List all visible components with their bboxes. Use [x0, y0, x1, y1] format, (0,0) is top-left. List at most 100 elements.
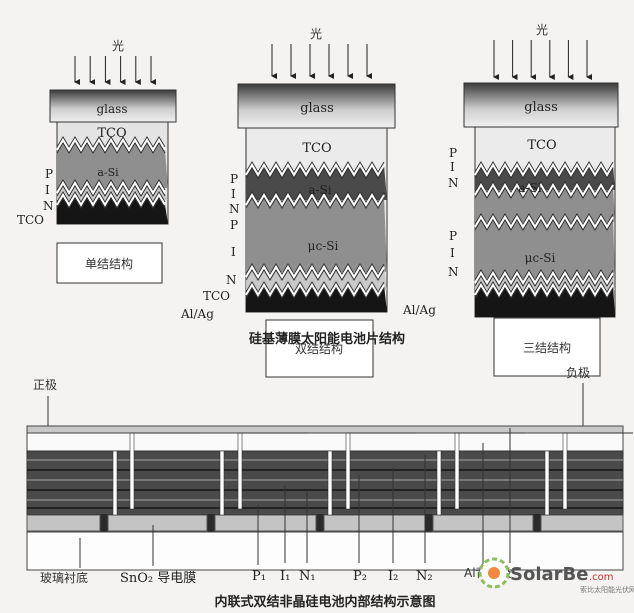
al-back-electrode	[26, 432, 624, 452]
scribe-line	[544, 450, 550, 516]
interconnect-via	[454, 432, 460, 510]
p-label: P	[45, 167, 53, 181]
a-si-label: a-Si	[518, 181, 541, 195]
interface-line	[474, 271, 614, 285]
layer-stack	[474, 161, 615, 317]
cell-name: 单结结构	[85, 256, 133, 271]
n2-label: N₂	[416, 569, 433, 584]
interface-line	[474, 183, 614, 197]
negative-electrode-label: 负极	[566, 366, 590, 380]
a-si-label: a-Si	[308, 183, 331, 197]
positive-electrode-label: 正极	[33, 378, 57, 392]
interface-line	[474, 161, 614, 173]
p-label: P	[449, 229, 457, 243]
interface-line	[245, 269, 385, 281]
monolithic-cell-structure: 正极 负极 玻璃衬底 SnO₂ 导电膜 P₁ I₁ N₁ P₂ I₂ N₂ Al…	[26, 366, 633, 586]
interconnect-via	[562, 432, 568, 510]
p-label: P	[230, 172, 238, 186]
interface-line	[474, 281, 614, 293]
p2-label: P₂	[353, 569, 367, 584]
i1-label: I₁	[280, 569, 290, 584]
interface-line	[56, 138, 166, 152]
tco-label: TCO	[302, 141, 331, 156]
interface-line	[474, 275, 614, 287]
cell-name: 三结结构	[523, 340, 571, 355]
n-label: N	[43, 199, 54, 213]
interconnect-via	[237, 432, 243, 510]
watermark-tagline: 索比太阳能光伏网	[580, 585, 634, 594]
scribe-line	[436, 450, 442, 516]
sno2-label: SnO₂ 导电膜	[120, 571, 196, 586]
interface-line	[56, 197, 166, 209]
p-label: P	[230, 218, 238, 232]
tco-side-label: TCO	[17, 213, 44, 227]
interface-line	[56, 179, 166, 191]
solarbe-watermark: SolarBe .com 索比太阳能光伏网	[478, 557, 634, 594]
bottom-caption: 内联式双结非晶硅电池内部结构示意图	[214, 594, 435, 610]
top-caption: 硅基薄膜太阳能电池片结构	[249, 331, 405, 347]
cell-name-box	[56, 242, 163, 284]
interface-line	[245, 265, 385, 279]
al-ag-left-label: Al/Ag	[180, 307, 214, 321]
cell-name: 双结结构	[295, 341, 343, 356]
semiconductor-layer	[246, 267, 387, 290]
glass-substrate-label: 玻璃衬底	[40, 570, 88, 585]
interface-line	[245, 167, 385, 179]
double-junction-cell: 光 glass TCO a-Si μc-Si P I N P I N TCO A…	[180, 27, 436, 378]
interface-line	[474, 167, 614, 179]
interface-line	[245, 263, 385, 275]
tco-label: TCO	[97, 126, 126, 141]
i-label: I	[45, 183, 50, 197]
absorber-label: a-Si	[97, 166, 119, 179]
interconnect-via	[129, 432, 135, 510]
light-label: 光	[310, 27, 322, 41]
sno2-strip	[214, 514, 317, 532]
light-label: 光	[112, 39, 124, 53]
interface-line	[474, 213, 614, 225]
n-label: N	[448, 265, 459, 279]
interface-line	[474, 287, 614, 299]
cell-name-box	[493, 317, 601, 377]
tco-label: TCO	[527, 138, 556, 153]
watermark-brand: SolarBe	[510, 564, 588, 585]
interface-line	[245, 287, 385, 299]
interface-line	[474, 215, 614, 229]
glass-layer	[237, 83, 396, 129]
interface-line	[245, 197, 385, 209]
light-arrows	[74, 56, 156, 85]
i2-label: I₂	[388, 569, 398, 584]
scribe-line	[219, 450, 225, 516]
interface-line	[245, 161, 385, 173]
interface-line	[56, 136, 166, 148]
semiconductor-layer	[246, 195, 387, 272]
scribe-line	[112, 450, 118, 516]
n-label: N	[226, 273, 237, 287]
watermark-suffix: .com	[589, 572, 614, 583]
interface-line	[474, 219, 614, 231]
i-label: I	[450, 246, 455, 260]
interface-line	[245, 193, 385, 207]
interface-line	[245, 163, 385, 177]
light-label: 光	[536, 23, 548, 37]
sno2-strip	[323, 514, 426, 532]
n-label: N	[448, 176, 459, 190]
uc-si-label: μc-Si	[525, 251, 556, 265]
layer-stack	[56, 136, 168, 224]
n-label: N	[229, 202, 240, 216]
light-arrows	[271, 44, 372, 79]
cell-name-box	[265, 319, 374, 378]
sno2-strip	[26, 514, 101, 532]
interface-line	[474, 283, 614, 297]
glass-layer	[463, 82, 619, 128]
interface-line	[474, 269, 614, 281]
pin-layers	[26, 450, 624, 516]
pin-sublayers	[27, 459, 623, 509]
n1-label: N₁	[299, 569, 316, 584]
interface-line	[245, 191, 385, 203]
glass-label: glass	[97, 102, 128, 116]
scribe-line	[327, 450, 333, 516]
interconnect-via	[345, 432, 351, 510]
i-label: I	[231, 245, 236, 259]
p1-label: P₁	[252, 569, 266, 584]
interface-line	[245, 281, 385, 293]
